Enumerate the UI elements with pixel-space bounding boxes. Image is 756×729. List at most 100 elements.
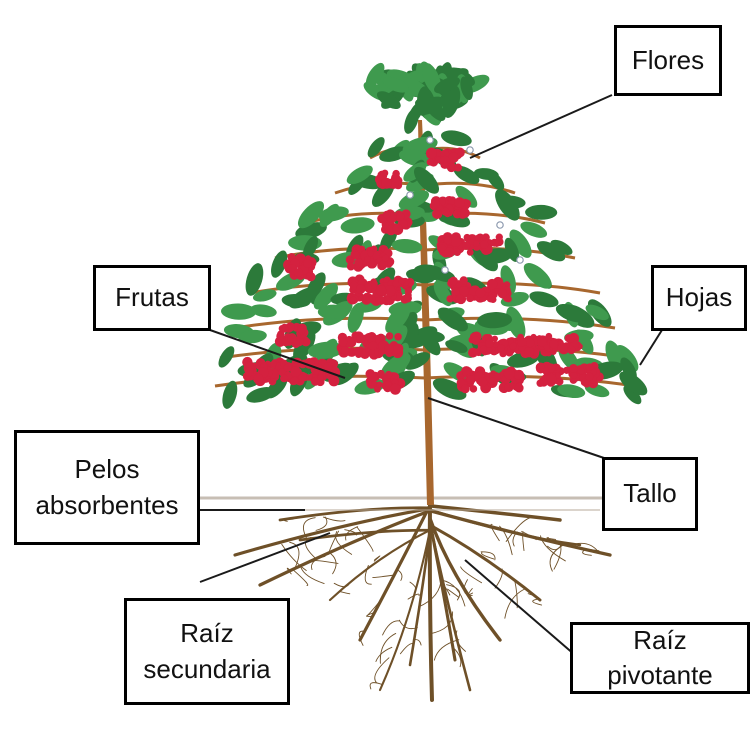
coffee-cherry (441, 208, 449, 216)
coffee-cherry (367, 250, 373, 256)
root (293, 570, 307, 585)
coffee-cherry (451, 287, 460, 296)
coffee-cherry (382, 255, 389, 262)
coffee-cherry (467, 375, 476, 384)
coffee-cherry (318, 374, 324, 380)
coffee-cherry (427, 159, 434, 166)
coffee-cherry (487, 279, 497, 289)
coffee-cherry (368, 372, 378, 382)
coffee-cherry (306, 272, 315, 281)
coffee-cherry (404, 294, 410, 300)
coffee-cherry (398, 278, 405, 285)
flower (407, 192, 413, 198)
label-raiz-pivotante: Raíz pivotante (570, 622, 750, 694)
leader-raiz-secundaria (200, 533, 330, 582)
coffee-cherry (498, 289, 507, 298)
coffee-cherry (473, 349, 480, 356)
coffee-cherry (442, 162, 449, 169)
flower (427, 137, 433, 143)
coffee-cherry (510, 343, 517, 350)
coffee-cherry (383, 211, 390, 218)
coffee-cherry (497, 344, 504, 351)
leaf (340, 215, 376, 235)
coffee-cherry (462, 242, 470, 250)
coffee-cherry (475, 235, 481, 241)
root-system (235, 505, 610, 700)
coffee-cherry (394, 333, 402, 341)
coffee-cherry (426, 148, 437, 159)
coffee-cherry (524, 347, 534, 357)
coffee-cherry (444, 247, 454, 257)
coffee-cherry (449, 277, 458, 286)
coffee-cherry (303, 259, 312, 268)
root (316, 517, 327, 530)
flower (497, 222, 503, 228)
coffee-cherry (354, 347, 362, 355)
coffee-cherry (341, 347, 349, 355)
coffee-cherry (567, 335, 575, 343)
coffee-cherry (354, 259, 363, 268)
root (331, 554, 336, 574)
coffee-cherry (356, 284, 366, 294)
root (550, 544, 565, 571)
root (469, 589, 473, 595)
coffee-cherry (504, 368, 515, 379)
label-flores-text: Flores (632, 43, 704, 78)
coffee-cherry (384, 344, 394, 354)
coffee-cherry (294, 268, 303, 277)
label-raiz-sec-line2: secundaria (143, 652, 270, 687)
coffee-cherry (478, 377, 488, 387)
coffee-cherry (279, 325, 286, 332)
leader-flores (470, 95, 612, 158)
root (340, 591, 350, 593)
coffee-cherry (386, 332, 393, 339)
coffee-cherry (496, 234, 503, 241)
flower (517, 257, 523, 263)
coffee-cherry (585, 372, 593, 380)
coffee-cherry (517, 337, 527, 347)
label-pelos-line1: Pelos (35, 452, 178, 487)
label-pelos-line2: absorbentes (35, 488, 178, 523)
root (506, 518, 530, 542)
coffee-cherry (405, 288, 412, 295)
coffee-cherry (280, 374, 288, 382)
label-hojas-text: Hojas (666, 280, 732, 315)
coffee-cherry (480, 240, 488, 248)
label-frutas: Frutas (93, 265, 211, 331)
coffee-cherry (338, 337, 347, 346)
coffee-cherry (245, 367, 254, 376)
coffee-cherry (432, 209, 442, 219)
label-hojas: Hojas (651, 265, 747, 331)
coffee-cherry (290, 377, 298, 385)
coffee-cherry (460, 208, 470, 218)
coffee-cherry (464, 235, 471, 242)
coffee-cherry (460, 276, 468, 284)
flower (467, 147, 473, 153)
flower (442, 267, 448, 273)
coffee-cherry (364, 256, 370, 262)
coffee-cherry (356, 334, 365, 343)
leader-hojas (640, 330, 662, 365)
coffee-cherry (514, 370, 524, 380)
coffee-cherry (392, 224, 403, 235)
coffee-cherry (537, 337, 547, 347)
coffee-cherry (487, 295, 495, 303)
coffee-cherry (461, 384, 470, 393)
coffee-cherry (376, 382, 383, 389)
root (430, 506, 560, 520)
coffee-cherry (352, 251, 360, 259)
label-tallo-text: Tallo (623, 476, 676, 511)
coffee-cherry (347, 262, 355, 270)
root (376, 647, 392, 661)
root (383, 621, 400, 635)
coffee-cherry (476, 288, 486, 298)
coffee-cherry (543, 367, 549, 373)
coffee-cherry (276, 332, 284, 340)
label-raiz-secundaria: Raíz secundaria (124, 598, 290, 705)
root (410, 582, 416, 593)
coffee-cherry (457, 294, 464, 301)
root (461, 567, 482, 583)
coffee-cherry (287, 333, 297, 343)
coffee-cherry (515, 384, 524, 393)
root (398, 570, 402, 580)
